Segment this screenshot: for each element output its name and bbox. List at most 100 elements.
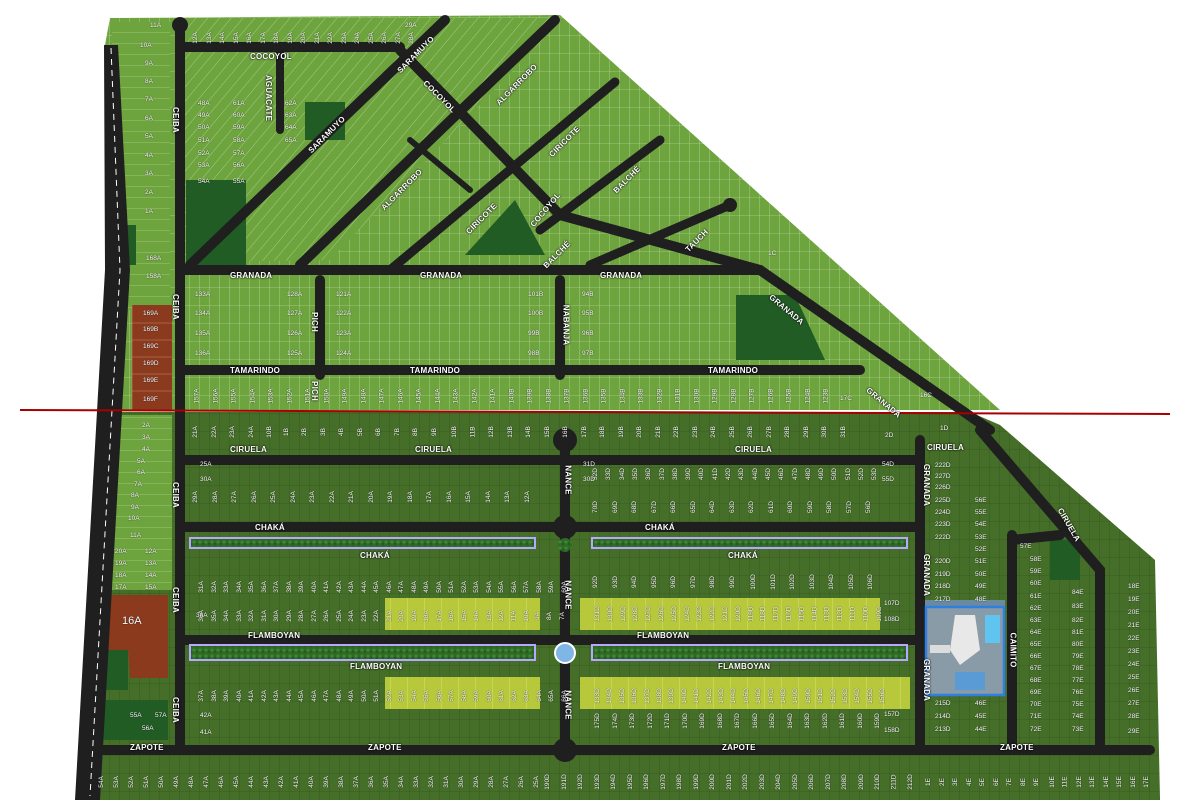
lot-label[interactable]: 114D: [811, 606, 819, 622]
lot-label[interactable]: 28B: [783, 426, 791, 438]
lot-label[interactable]: 34A: [235, 581, 243, 593]
lot-label[interactable]: 5E: [978, 778, 986, 786]
lot-label[interactable]: 14A: [145, 572, 157, 579]
lot-label[interactable]: 140B: [508, 388, 516, 404]
lot-label[interactable]: 18A: [406, 491, 414, 503]
lot-label[interactable]: 136A: [195, 350, 211, 357]
lot-label[interactable]: 166D: [751, 713, 759, 729]
lot-label[interactable]: 9A: [145, 60, 153, 67]
lot-label[interactable]: 165D: [768, 713, 776, 729]
lot-label[interactable]: 195D: [626, 774, 634, 790]
lot-label[interactable]: 132B: [656, 388, 664, 404]
lot-label[interactable]: 19A: [115, 560, 127, 567]
lot-label[interactable]: 36D: [645, 468, 653, 480]
lot-label[interactable]: 6A: [137, 469, 145, 476]
lot-label[interactable]: 66D: [669, 501, 677, 513]
lot-label[interactable]: 65E: [1030, 641, 1042, 648]
lot-label[interactable]: 149A: [341, 388, 349, 404]
lot-label[interactable]: 33A: [222, 581, 230, 593]
lot-label[interactable]: 123A: [336, 330, 352, 337]
lot-label[interactable]: 203D: [758, 774, 766, 790]
lot-label[interactable]: 29E: [1128, 728, 1140, 735]
lot-label[interactable]: 68D: [630, 501, 638, 513]
lot-label[interactable]: 25A: [532, 776, 540, 788]
lot-label[interactable]: 36A: [197, 610, 205, 622]
lot-label[interactable]: 57A: [522, 581, 530, 593]
lot-label[interactable]: 133A: [195, 291, 211, 298]
lot-label[interactable]: 14A: [472, 610, 480, 622]
lot-label[interactable]: 41D: [711, 468, 719, 480]
lot-label[interactable]: 214D: [935, 713, 951, 720]
lot-label[interactable]: 48A: [335, 690, 343, 702]
lot-label[interactable]: 42A: [335, 581, 343, 593]
lot-label[interactable]: 5A: [137, 458, 145, 465]
lot-label[interactable]: 49A: [347, 690, 355, 702]
lot-label[interactable]: 44E: [975, 726, 987, 733]
lot-label[interactable]: 205D: [791, 774, 799, 790]
lot-label[interactable]: 45E: [975, 713, 987, 720]
lot-label[interactable]: 39A: [222, 690, 230, 702]
lot-label[interactable]: 145A: [415, 388, 423, 404]
lot-label[interactable]: 38A: [337, 776, 345, 788]
lot-label[interactable]: 53A: [198, 162, 210, 169]
lot-label[interactable]: 118D: [759, 606, 767, 622]
lot-label[interactable]: 19E: [1128, 596, 1140, 603]
lot-label[interactable]: 9E: [1032, 778, 1040, 786]
lot-label[interactable]: 127D: [644, 606, 652, 622]
lot-label[interactable]: 52A: [385, 690, 393, 702]
lot-label[interactable]: 26B: [746, 426, 754, 438]
lot-label[interactable]: 175D: [593, 713, 601, 729]
lot-label[interactable]: 141A: [489, 388, 497, 404]
lot-label[interactable]: 43A: [347, 581, 355, 593]
lot-label[interactable]: 222D: [935, 462, 951, 469]
lot-label[interactable]: 23A: [340, 32, 348, 44]
lot-label[interactable]: 15A: [464, 491, 472, 503]
lot-label[interactable]: 40D: [698, 468, 706, 480]
lot-label[interactable]: 57E: [1020, 543, 1032, 550]
lot-label[interactable]: 38A: [210, 690, 218, 702]
lot-label[interactable]: 69D: [611, 501, 619, 513]
lot-label[interactable]: 136D: [630, 688, 638, 704]
lot-label[interactable]: 143A: [452, 388, 460, 404]
lot-label[interactable]: 117D: [772, 606, 780, 622]
lot-label[interactable]: 153D: [841, 688, 849, 704]
lot-label[interactable]: 48D: [804, 468, 812, 480]
lot-label[interactable]: 58A: [233, 137, 245, 144]
lot-label[interactable]: 149D: [792, 688, 800, 704]
lot-label[interactable]: 48E: [975, 596, 987, 603]
lot-label[interactable]: 13B: [506, 426, 514, 438]
lot-label[interactable]: 144D: [730, 688, 738, 704]
lot-label[interactable]: 53D: [871, 468, 879, 480]
lot-label[interactable]: 25E: [1128, 674, 1140, 681]
lot-label[interactable]: 57A: [447, 690, 455, 702]
lot-label[interactable]: 41A: [200, 729, 212, 736]
lot-label[interactable]: 20A: [367, 491, 375, 503]
lot-label[interactable]: 11B: [469, 426, 477, 438]
lot-label[interactable]: 70D: [591, 501, 599, 513]
lot-label[interactable]: 67D: [650, 501, 658, 513]
lot-label[interactable]: 50A: [360, 690, 368, 702]
lot-label[interactable]: 155A: [230, 388, 238, 404]
lot-label[interactable]: 25A: [200, 461, 212, 468]
lot-label[interactable]: 35A: [382, 776, 390, 788]
lot-label[interactable]: 29B: [802, 426, 810, 438]
lot-label[interactable]: 191D: [560, 774, 568, 790]
lot-label[interactable]: 16B: [561, 426, 569, 438]
lot-label[interactable]: 111D: [849, 606, 857, 622]
lot-label[interactable]: 12A: [523, 491, 531, 503]
lot-label[interactable]: 35A: [210, 610, 218, 622]
lot-label[interactable]: 10E: [1048, 776, 1056, 788]
lot-label[interactable]: 22A: [210, 426, 218, 438]
lot-label[interactable]: 17A: [259, 32, 267, 44]
lot-label[interactable]: 190D: [543, 774, 551, 790]
lot-label[interactable]: 1D: [940, 425, 949, 432]
lot-label[interactable]: 71E: [1030, 713, 1042, 720]
lot-label[interactable]: 5B: [356, 428, 364, 436]
lot-label[interactable]: 171D: [663, 713, 671, 729]
lot-label[interactable]: 103D: [808, 574, 816, 590]
lot-label[interactable]: 40A: [310, 581, 318, 593]
lot-label[interactable]: 158A: [146, 273, 162, 280]
lot-label[interactable]: 53A: [112, 776, 120, 788]
lot-label[interactable]: 96D: [669, 576, 677, 588]
lot-label[interactable]: 2A: [142, 422, 150, 429]
